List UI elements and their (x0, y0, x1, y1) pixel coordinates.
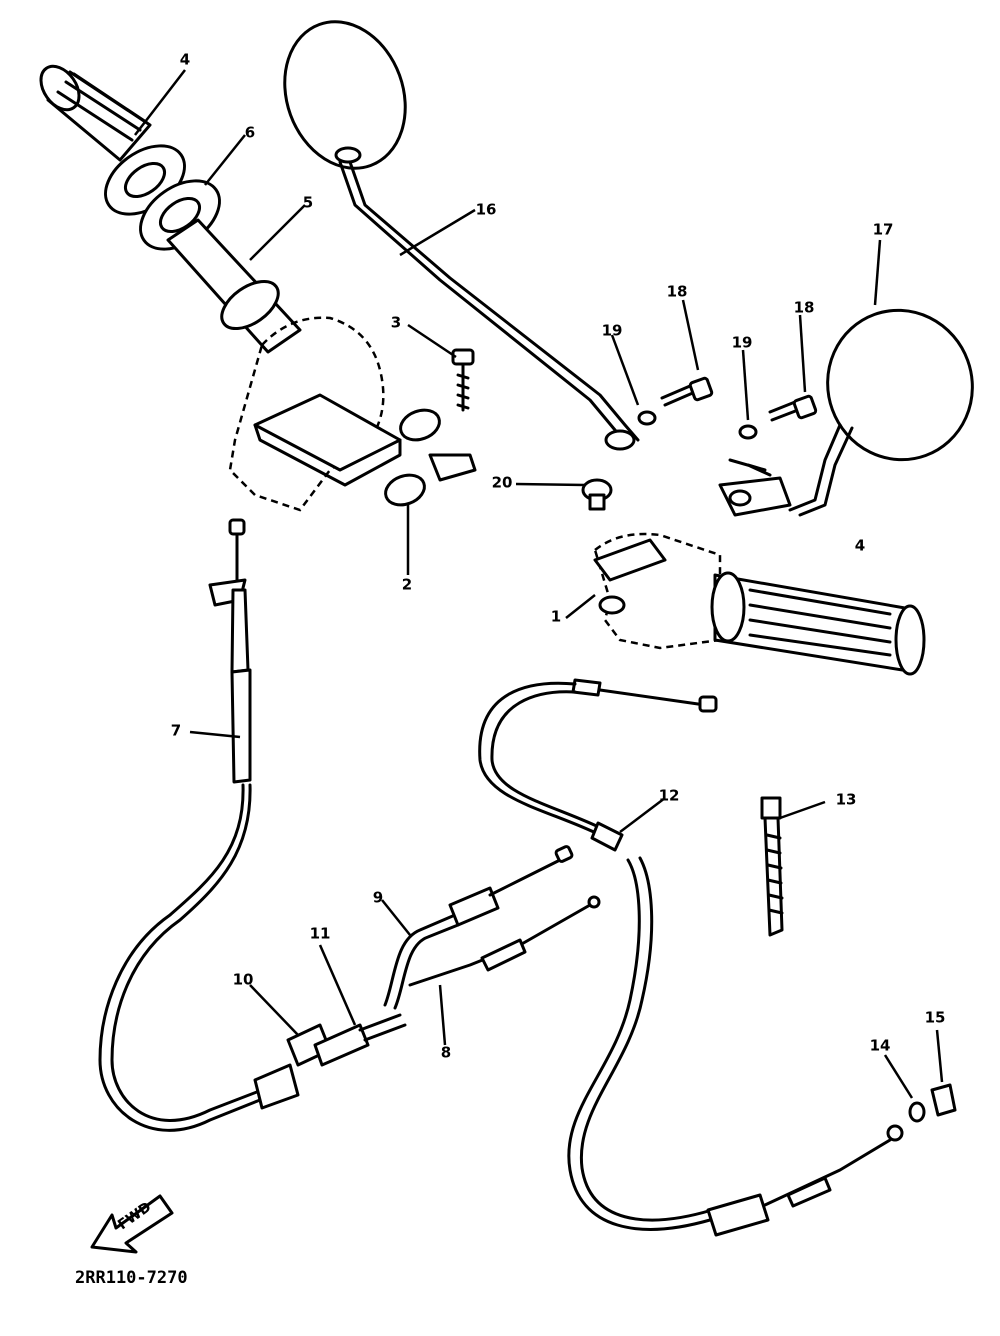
callout-3: 3 (391, 314, 401, 332)
callout-17: 17 (873, 221, 894, 239)
screw (451, 348, 475, 412)
callout-19a: 19 (602, 322, 623, 340)
left-mirror (283, 20, 640, 451)
cable-9 (383, 845, 574, 1010)
brake-cable (478, 678, 904, 1237)
leader-lines (134, 69, 944, 1099)
throttle-stub (384, 473, 426, 507)
callout-16: 16 (476, 201, 497, 219)
callout-4a: 4 (180, 51, 190, 69)
callout-4b: 4 (855, 537, 865, 555)
throttle-tube (166, 218, 302, 354)
callout-18a: 18 (667, 283, 688, 301)
callout-13: 13 (836, 791, 857, 809)
callout-7: 7 (171, 722, 181, 740)
diagram-code: 2RR110-7270 (75, 1268, 188, 1288)
callout-19b: 19 (732, 334, 753, 352)
cap (581, 478, 613, 511)
throttle-cable (98, 518, 300, 1132)
callout-5: 5 (303, 194, 313, 212)
right-grip (710, 571, 926, 676)
right-switch-housing-body (593, 538, 667, 582)
throttle-tube-clamp (220, 279, 280, 331)
callout-14: 14 (870, 1037, 891, 1055)
right-switch-housing-port (598, 595, 626, 615)
callout-20: 20 (492, 474, 513, 492)
fwd-arrow-icon: FWD (90, 1194, 174, 1254)
washer (908, 1101, 926, 1123)
cable-8 (408, 895, 601, 987)
left-grip-washer-a-hole (123, 161, 167, 199)
throttle-housing-edge (253, 423, 402, 487)
callout-9: 9 (373, 889, 383, 907)
callout-15: 15 (925, 1009, 946, 1027)
callout-labels: 4 6 5 16 17 18 19 18 19 3 20 2 4 1 7 12 … (171, 51, 946, 1062)
right-mirror (718, 308, 974, 517)
right-mirror-bolt-head (792, 394, 818, 420)
callout-1: 1 (551, 608, 561, 626)
left-grip (39, 64, 152, 162)
cable-adjuster (313, 1023, 370, 1067)
callout-10: 10 (233, 971, 254, 989)
screw-bracket (428, 453, 477, 482)
left-mirror-washer (637, 410, 657, 426)
callout-18b: 18 (794, 299, 815, 317)
cable-adjuster-rod (358, 1013, 407, 1042)
throttle-stub-top (399, 408, 441, 442)
right-mirror-bolt (768, 400, 800, 422)
callout-11: 11 (310, 925, 331, 943)
left-mirror-bolt (660, 384, 697, 407)
throttle-housing-outline (228, 316, 385, 512)
throttle-housing-body (253, 393, 402, 472)
callout-8: 8 (441, 1044, 451, 1062)
callout-12: 12 (659, 787, 680, 805)
callout-2: 2 (402, 576, 412, 594)
cable-strap (760, 796, 784, 937)
right-switch-housing-outline (593, 532, 722, 650)
callout-6: 6 (245, 124, 255, 142)
end-cap (930, 1083, 957, 1117)
right-mirror-washer (738, 424, 758, 440)
left-mirror-bolt-head (688, 376, 714, 402)
